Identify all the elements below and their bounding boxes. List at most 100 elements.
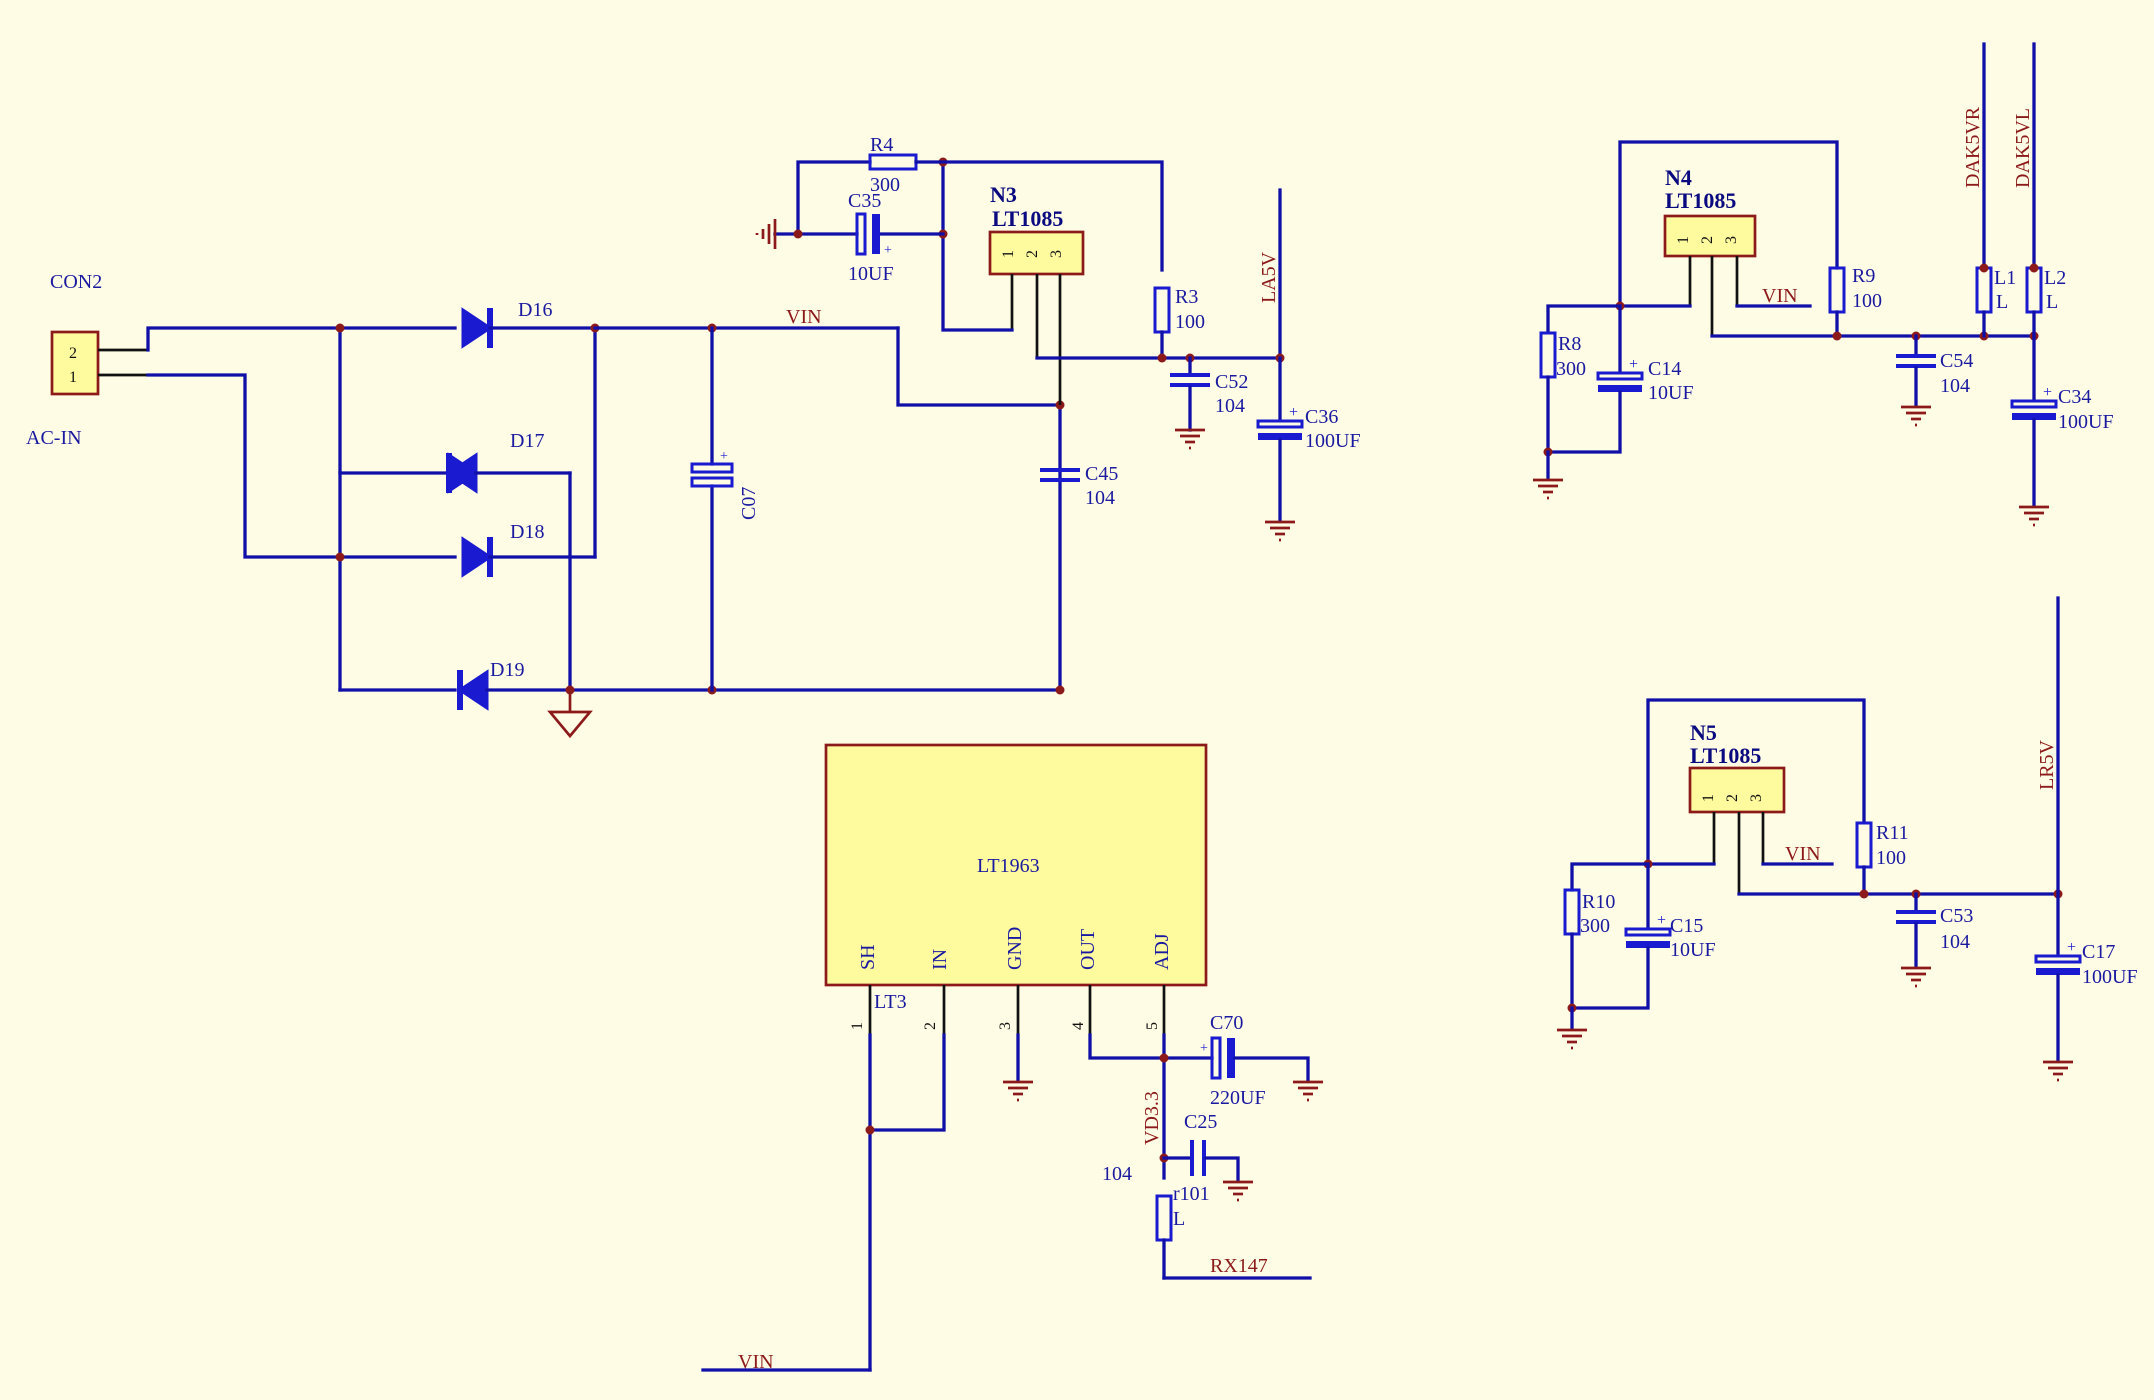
- n4-regulator: N4 LT1085 1 2 3 VIN R8 300 C14 10UF R9 1…: [1531, 42, 2114, 527]
- c53-ref: C53: [1940, 905, 1973, 927]
- con2-label: AC-IN: [26, 427, 82, 449]
- c54-val: 104: [1940, 375, 1970, 397]
- lt3-pin-3: 3: [997, 1022, 1014, 1030]
- net-vin-main: VIN: [786, 306, 822, 328]
- c14-val: 10UF: [1648, 382, 1694, 404]
- c36-val: 100UF: [1305, 430, 1361, 452]
- c52-ref: C52: [1215, 371, 1248, 393]
- n5-pin-3: 3: [1748, 794, 1765, 802]
- lt3-pin-in-name: IN: [929, 949, 951, 970]
- n5-pin-1: 1: [1700, 794, 1717, 802]
- n3-pin-2: 2: [1024, 250, 1041, 258]
- c54-ref: C54: [1940, 350, 1973, 372]
- net-vin-n4: VIN: [1762, 285, 1798, 307]
- n4-body: [1663, 214, 1757, 258]
- n4-ref: N4: [1665, 165, 1692, 190]
- net-vin-lt3: VIN: [738, 1351, 774, 1373]
- bridge-rectifier: 2 1 CON2 AC-IN D16 D17 D18 D19: [26, 271, 1118, 739]
- c70-ref: C70: [1210, 1012, 1243, 1034]
- net-la5v: LA5V: [1258, 251, 1280, 303]
- r10-val: 300: [1580, 915, 1610, 937]
- c25-ref: C25: [1184, 1111, 1217, 1133]
- n3-pin-3: 3: [1048, 250, 1065, 258]
- n5-part: LT1085: [1690, 743, 1761, 768]
- r9-val: 100: [1852, 290, 1882, 312]
- con2-pin-2: 2: [69, 345, 77, 362]
- net-lr5v: LR5V: [2036, 739, 2058, 790]
- net-dak5vr: DAK5VR: [1962, 106, 1984, 188]
- r9-ref: R9: [1852, 265, 1875, 287]
- n3-part: LT1085: [992, 206, 1063, 231]
- c45-val: 104: [1085, 487, 1115, 509]
- r8-ref: R8: [1558, 333, 1581, 355]
- c34-ref: C34: [2058, 386, 2091, 408]
- n5-pin-2: 2: [1724, 794, 1741, 802]
- lt3-pin-sh-name: SH: [857, 944, 879, 970]
- c35-ref: C35: [848, 190, 881, 212]
- c35-val: 10UF: [848, 263, 894, 285]
- lt3-pin-1: 1: [849, 1022, 866, 1030]
- lt3-pin-gnd-name: GND: [1004, 927, 1026, 970]
- c15-val: 10UF: [1670, 939, 1716, 961]
- lt3-pin-out-name: OUT: [1077, 929, 1099, 970]
- d16-ref: D16: [518, 299, 552, 321]
- r8-val: 300: [1556, 358, 1586, 380]
- lt3-body: [824, 743, 1208, 987]
- net-vd33: VD3.3: [1141, 1091, 1163, 1145]
- l1-ref: L1: [1994, 267, 2016, 289]
- r10-ref: R10: [1582, 891, 1615, 913]
- r3-ref: R3: [1175, 286, 1198, 308]
- c17-val: 100UF: [2082, 966, 2138, 988]
- l2-val: L: [2046, 291, 2058, 313]
- c36-ref: C36: [1305, 406, 1338, 428]
- r4-ref: R4: [870, 134, 893, 156]
- n4-pin-3: 3: [1723, 236, 1740, 244]
- svg-text:+: +: [1200, 1041, 1208, 1056]
- c45-ref: C45: [1085, 463, 1118, 485]
- d17-ref: D17: [510, 430, 544, 452]
- n4-pin-1: 1: [1675, 236, 1692, 244]
- r101-ref: r101: [1173, 1183, 1210, 1205]
- l1-val: L: [1996, 291, 2008, 313]
- n3-pin-1: 1: [1000, 250, 1017, 258]
- l2-ref: L2: [2044, 267, 2066, 289]
- c07-ref: C07: [738, 487, 760, 520]
- con2-ref: CON2: [50, 271, 102, 293]
- lt3-pin-4: 4: [1070, 1022, 1087, 1030]
- svg-text:+: +: [720, 449, 728, 464]
- lt1963-regulator: LT1963 LT3 SH IN GND OUT ADJ 1 2 3 4 5 V…: [701, 743, 1325, 1373]
- r11-val: 100: [1876, 847, 1906, 869]
- n5-regulator: N5 LT1085 1 2 3 VIN R10 300 C15 10UF R11…: [1555, 596, 2138, 1082]
- c52-val: 104: [1215, 395, 1245, 417]
- r3-val: 100: [1175, 311, 1205, 333]
- n3-regulator: N3 LT1085 1 2 3 R4 300 + C35 10UF R3 100: [755, 134, 1361, 542]
- c34-val: 100UF: [2058, 411, 2114, 433]
- c17-ref: C17: [2082, 941, 2115, 963]
- c15-ref: C15: [1670, 915, 1703, 937]
- lt3-part: LT1963: [977, 855, 1040, 877]
- lt3-pin-5: 5: [1144, 1022, 1161, 1030]
- n4-part: LT1085: [1665, 188, 1736, 213]
- c14-ref: C14: [1648, 358, 1681, 380]
- lt3-pin-2: 2: [922, 1022, 939, 1030]
- con2-pin-1: 1: [69, 369, 77, 386]
- d19-ref: D19: [490, 659, 524, 681]
- net-dak5vl: DAK5VL: [2012, 108, 2034, 188]
- c70-val: 220UF: [1210, 1087, 1266, 1109]
- d18-ref: D18: [510, 521, 544, 543]
- r101-val: L: [1173, 1208, 1185, 1230]
- lt3-pin-adj-name: ADJ: [1151, 933, 1173, 970]
- net-vin-n5: VIN: [1785, 843, 1821, 865]
- connector-con2-body: [50, 330, 100, 396]
- c25-val: 104: [1102, 1163, 1132, 1185]
- n5-ref: N5: [1690, 720, 1717, 745]
- n5-body: [1688, 766, 1786, 814]
- c53-val: 104: [1940, 931, 1970, 953]
- n3-ref: N3: [990, 182, 1017, 207]
- svg-text:+: +: [884, 243, 892, 258]
- r11-ref: R11: [1876, 822, 1909, 844]
- n4-pin-2: 2: [1699, 236, 1716, 244]
- lt3-ref: LT3: [874, 991, 907, 1013]
- n3-body: [988, 230, 1085, 276]
